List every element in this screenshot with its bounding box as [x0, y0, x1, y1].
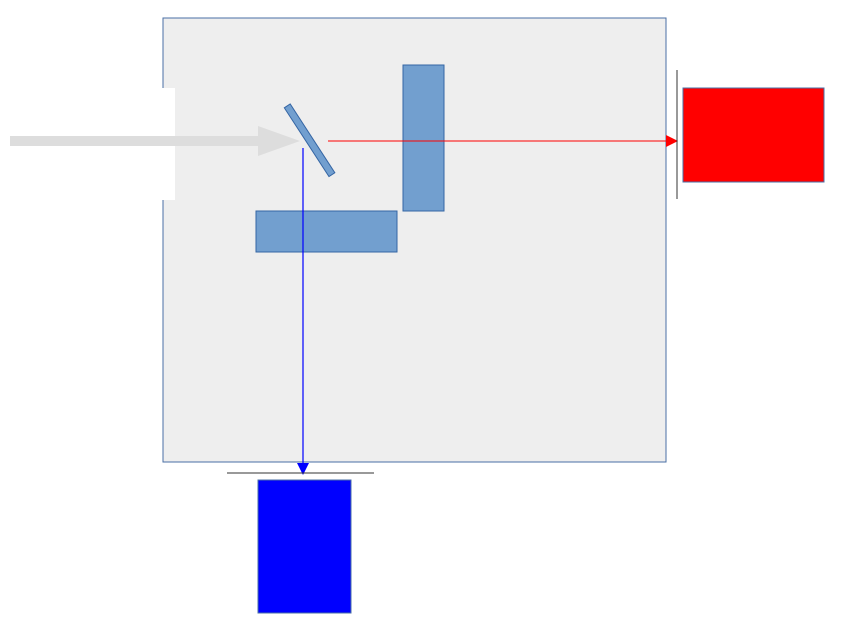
input-beam-head: [258, 126, 300, 156]
input-beam-arrow: [10, 126, 300, 156]
vertical-filter: [402, 64, 445, 212]
horizontal-filter: [255, 210, 398, 253]
blue-detector: [257, 479, 352, 614]
input-beam-shaft: [10, 136, 264, 146]
red-detector: [682, 87, 825, 183]
dichroic-mirror: [283, 103, 336, 178]
